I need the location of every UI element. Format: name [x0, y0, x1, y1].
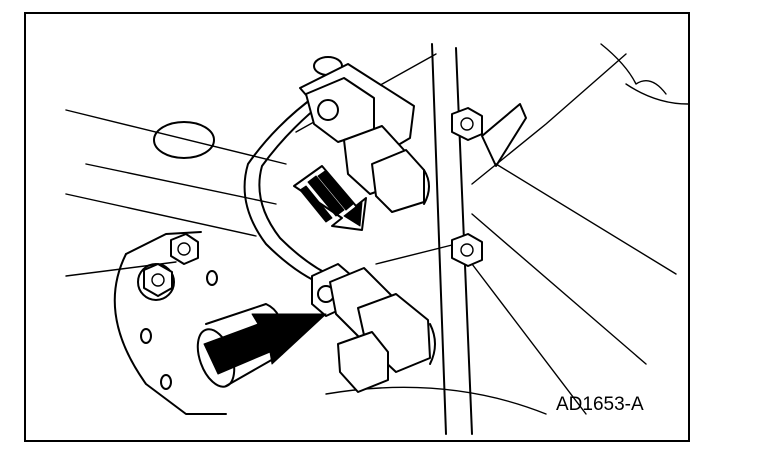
lower-fitting — [311, 263, 436, 393]
fitting-nut-lower — [337, 331, 389, 393]
technical-illustration — [65, 43, 688, 435]
flange-plate — [113, 231, 285, 415]
pointer-arrow-shape — [203, 313, 327, 375]
flange-hole — [206, 270, 218, 286]
pointer-arrow — [203, 313, 327, 375]
bolt-center — [460, 117, 474, 131]
access-hole — [153, 121, 215, 159]
structure-edge — [375, 243, 457, 265]
fitting-nut-face — [317, 99, 339, 121]
hex-bolt — [170, 233, 199, 265]
hose-curve — [429, 323, 436, 365]
flange-outline — [113, 253, 227, 415]
structure-edge — [85, 163, 277, 205]
structure-edge — [495, 163, 677, 275]
brake-line-tube — [258, 99, 337, 279]
brake-line — [243, 93, 337, 287]
mounting-bolts-right — [451, 103, 527, 267]
figure-id-label: AD1653-A — [556, 394, 644, 415]
bolt-center — [177, 242, 191, 256]
housing-outline — [600, 43, 667, 95]
hose-curve — [423, 169, 430, 205]
structure-edge — [471, 263, 587, 415]
arrow-stripe — [299, 185, 333, 223]
frame-rail — [431, 43, 447, 435]
bolt-center — [151, 273, 165, 287]
direction-arrow — [293, 165, 367, 231]
diagram-frame: AD1653-A — [24, 12, 690, 442]
flange-hole — [140, 328, 152, 344]
mounting-bolt — [451, 233, 483, 267]
bracket-tab — [481, 103, 527, 167]
flange-hole — [160, 374, 172, 390]
arrow-stripe — [307, 175, 345, 217]
upper-fitting — [299, 56, 430, 213]
arrow-head — [343, 201, 363, 227]
mounting-bolt — [451, 107, 483, 141]
arrow-stripe — [317, 170, 354, 211]
structure-edge — [471, 213, 647, 365]
flange-outline — [125, 231, 202, 255]
bolt-center — [460, 243, 474, 257]
structure-edge — [65, 109, 287, 165]
structure-edge — [65, 193, 257, 237]
housing-outline — [625, 83, 688, 105]
hex-bolt — [143, 263, 173, 297]
brake-line-tube — [243, 93, 327, 287]
